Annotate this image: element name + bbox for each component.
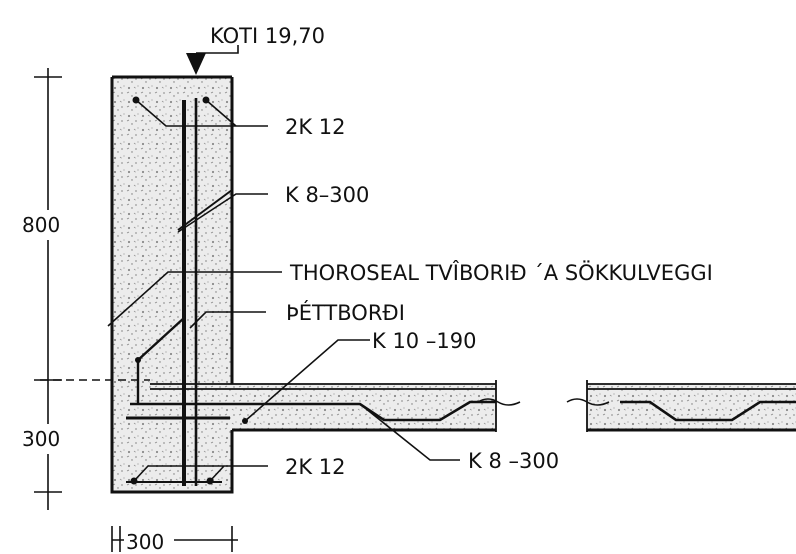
dim-tick-left — [111, 526, 121, 552]
wall-stirrup — [136, 308, 186, 404]
label-wall-stirrups: K 8–300 — [285, 183, 369, 207]
label-sealing-strip: ÞÉTTBORÐI — [286, 300, 405, 325]
slab-bar-right — [620, 400, 796, 422]
label-slab-stirrups: K 8 –300 — [468, 449, 559, 473]
leader-slab-stirrups — [359, 403, 460, 461]
elevation-label: KOTI 19,70 — [210, 24, 325, 48]
slab-bar-top — [130, 400, 496, 422]
elevation-marker-line — [196, 45, 239, 54]
dim-footing-width: 300 — [126, 530, 164, 554]
leader-sealing — [189, 311, 266, 329]
slab-top-edges — [150, 380, 796, 432]
break-symbols — [477, 398, 610, 406]
concrete-outline — [110, 75, 796, 494]
leader-slab-bars — [244, 339, 370, 422]
dim-wall-height: 800 — [22, 213, 60, 237]
label-slab-bars: K 10 –190 — [372, 329, 476, 353]
dim-label-bg-footing — [18, 424, 66, 454]
label-top-bars: 2K 12 — [285, 115, 346, 139]
wall-diagonal — [177, 189, 233, 231]
leader-top-bars — [135, 99, 268, 127]
label-coating: THOROSEAL TVÎBORIÐ ´A SÖKKULVEGGI — [289, 260, 713, 285]
label-bottom-bars: 2K 12 — [285, 455, 346, 479]
leader-wall-stirrups — [177, 193, 268, 233]
concrete-slab-left — [150, 384, 496, 430]
leader-lines — [107, 99, 460, 482]
dim-label-bg-width — [124, 528, 174, 552]
reinforcement — [126, 98, 796, 486]
leader-bottom-bars — [133, 465, 268, 482]
leader-coating — [107, 271, 282, 327]
dim-footing-height: 300 — [22, 427, 60, 451]
elevation-marker-triangle — [186, 53, 206, 75]
dim-label-bg-wall — [18, 210, 74, 240]
concrete-slab-right — [587, 384, 796, 430]
